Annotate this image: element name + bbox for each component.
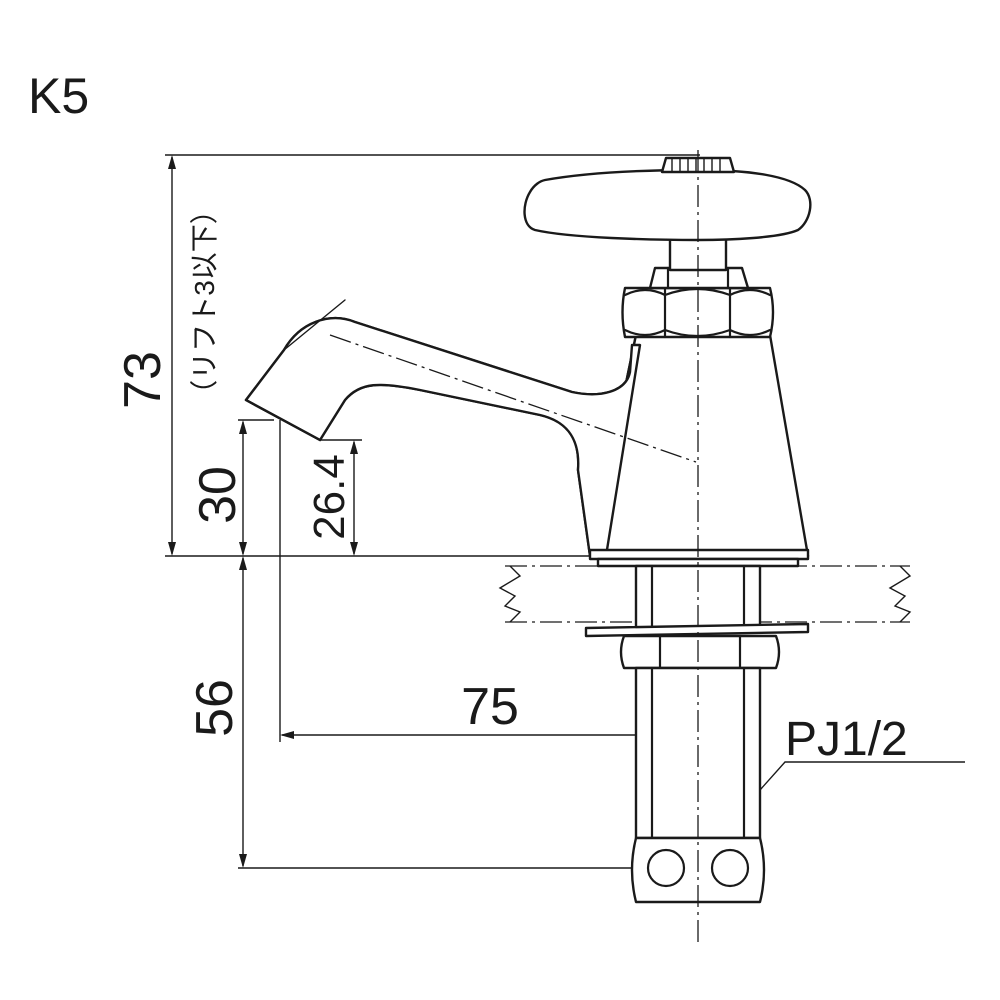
dim-73-text: 73	[114, 351, 172, 409]
model-label: K5	[28, 68, 89, 124]
dim-30-text: 30	[189, 466, 247, 524]
knurl-lines	[671, 158, 721, 172]
bonnet-nut	[621, 266, 775, 339]
centerlines	[329, 150, 699, 945]
dim-56-text: 56	[186, 679, 244, 737]
dimension-lines	[165, 154, 965, 869]
dim-75-text: 75	[461, 678, 519, 736]
handle	[523, 156, 812, 242]
dim-lift-note: （リフト3以下）	[189, 196, 220, 408]
faucet-body	[244, 299, 810, 568]
dim-26-4-text: 26.4	[305, 454, 354, 540]
shank	[584, 564, 810, 904]
thread-spec-label: PJ1/2	[785, 713, 908, 766]
